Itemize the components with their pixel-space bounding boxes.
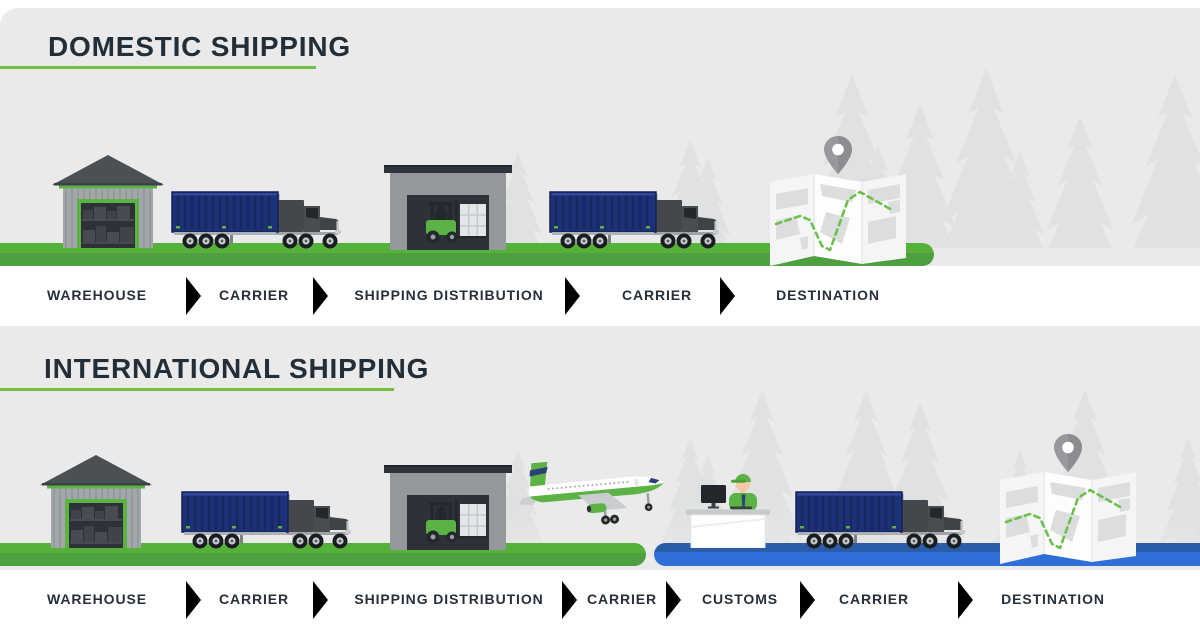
carrier-truck-illustration (180, 488, 352, 550)
cargo-airplane-illustration (518, 452, 668, 530)
step-label-warehouse: WAREHOUSE (47, 287, 147, 303)
step-label-shipping-distribution: SHIPPING DISTRIBUTION (354, 287, 544, 303)
shipping-distribution-illustration (384, 160, 512, 250)
international-steps-strip: WAREHOUSE CARRIER SHIPPING DISTRIBUTION … (0, 570, 1200, 630)
step-label-carrier: CARRIER (838, 591, 910, 607)
destination-map-pin-illustration (764, 134, 912, 268)
domestic-steps-strip: WAREHOUSE CARRIER SHIPPING DISTRIBUTION … (0, 266, 1200, 326)
step-label-carrier: CARRIER (218, 287, 290, 303)
chevron-right-icon (717, 274, 739, 318)
chevron-right-icon (310, 578, 332, 622)
shipping-distribution-illustration (384, 460, 512, 550)
step-label-destination: DESTINATION (776, 287, 880, 303)
step-label-shipping-distribution: SHIPPING DISTRIBUTION (354, 591, 544, 607)
chevron-right-icon (797, 578, 819, 622)
step-label-carrier: CARRIER (621, 287, 693, 303)
international-shipping-title: INTERNATIONAL SHIPPING (44, 353, 430, 384)
step-label-carrier: CARRIER (586, 591, 658, 607)
chevron-right-icon (310, 274, 332, 318)
chevron-right-icon (562, 274, 584, 318)
step-label-destination: DESTINATION (1001, 591, 1105, 607)
title-underline (0, 66, 316, 69)
chevron-right-icon (663, 578, 685, 622)
step-label-customs: CUSTOMS (701, 591, 779, 607)
step-label-carrier: CARRIER (218, 591, 290, 607)
carrier-truck-illustration (794, 488, 966, 550)
domestic-road (0, 243, 934, 266)
chevron-right-icon (183, 274, 205, 318)
customs-officer-desk-illustration (686, 466, 770, 548)
step-label-warehouse: WAREHOUSE (47, 591, 147, 607)
chevron-right-icon (955, 578, 977, 622)
warehouse-illustration (52, 152, 164, 248)
destination-map-pin-illustration (994, 432, 1142, 566)
domestic-shipping-title: DOMESTIC SHIPPING (48, 31, 351, 62)
warehouse-illustration (40, 452, 152, 548)
chevron-right-icon (559, 578, 581, 622)
title-underline (0, 388, 394, 391)
carrier-truck-illustration (170, 188, 342, 250)
carrier-truck-illustration (548, 188, 720, 250)
chevron-right-icon (183, 578, 205, 622)
